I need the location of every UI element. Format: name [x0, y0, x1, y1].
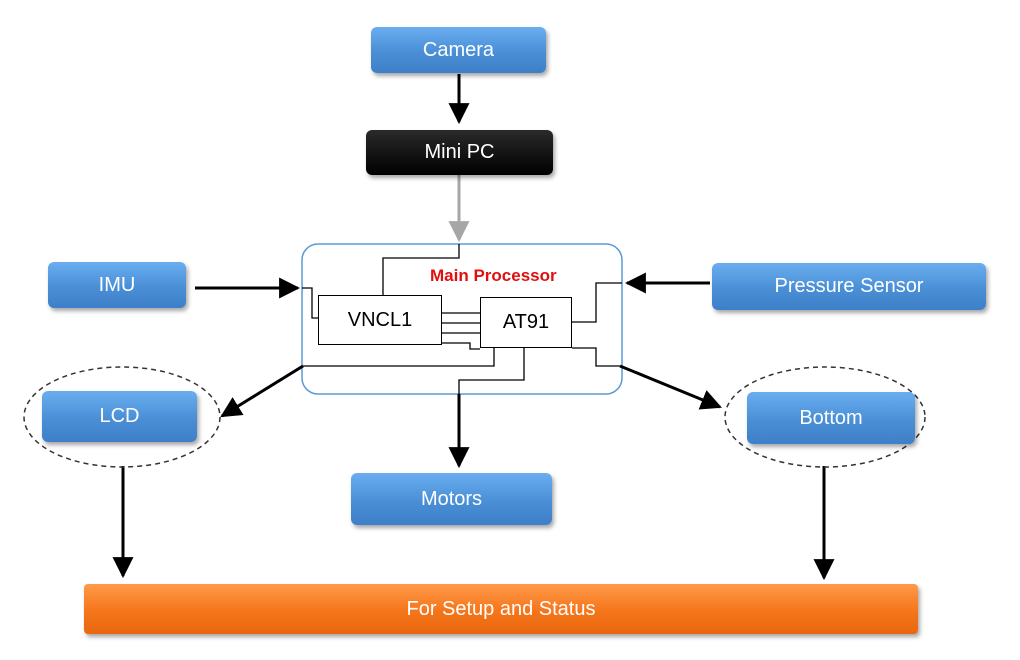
motors-label: Motors — [420, 487, 483, 510]
at91-chip: AT91 — [480, 297, 572, 348]
lcd-label: LCD — [99, 405, 140, 427]
pressure-sensor-label: Pressure Sensor — [774, 275, 924, 297]
at91-label: AT91 — [502, 311, 550, 333]
mini-pc-label: Mini PC — [424, 141, 495, 163]
arrow-processor-to-bottom — [619, 364, 722, 410]
vncl1-label: VNCL1 — [347, 308, 413, 331]
setup-status-label: For Setup and Status — [406, 597, 596, 620]
main-processor-label: Main Processor — [430, 266, 557, 285]
pressure-sensor-node: Pressure Sensor — [712, 263, 986, 310]
internal-wiring — [302, 244, 622, 394]
bottom-highlight-ellipse — [724, 366, 926, 468]
bottom-node: Bottom — [747, 392, 915, 444]
setup-status-bar: For Setup and Status — [84, 584, 918, 634]
motors-node: Motors — [351, 473, 552, 525]
lcd-highlight-ellipse — [23, 366, 221, 468]
arrow-processor-to-lcd — [220, 364, 304, 418]
mini-pc-node: Mini PC — [366, 130, 553, 175]
vncl1-chip: VNCL1 — [318, 295, 442, 345]
imu-node: IMU — [48, 262, 186, 308]
camera-node: Camera — [371, 27, 546, 73]
imu-label: IMU — [98, 273, 136, 296]
main-processor-container — [301, 243, 623, 395]
camera-label: Camera — [422, 38, 495, 61]
bottom-label: Bottom — [799, 406, 863, 429]
lcd-node: LCD — [42, 391, 197, 442]
